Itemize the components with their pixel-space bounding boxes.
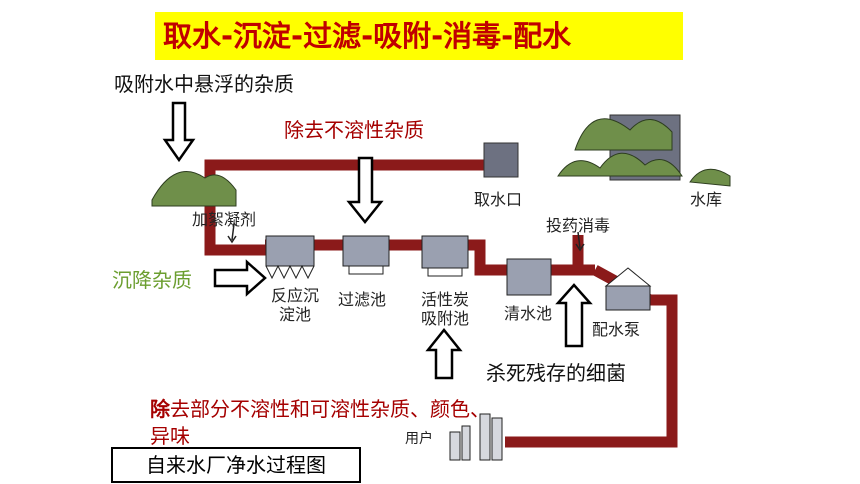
note-remove-partial-rest: 去部分不溶性和可溶性杂质、颜色、 [170, 397, 490, 421]
right-arrow-settle-icon [213, 259, 267, 297]
carbon-tank-icon [421, 235, 469, 277]
label-intake: 取水口 [474, 190, 523, 209]
process-title: 取水-沉淀-过滤-吸附-消毒-配水 [155, 12, 683, 60]
diagram-caption: 自来水厂净水过程图 [111, 447, 361, 483]
label-pump: 配水泵 [592, 320, 641, 339]
note-remove-partial-first: 除 [150, 397, 170, 421]
label-filter: 过滤池 [338, 290, 387, 309]
note-kill-bacteria: 杀死残存的细菌 [486, 361, 626, 385]
note-settle-impurities: 沉降杂质 [112, 268, 192, 292]
coagulant-hill-icon [151, 171, 237, 207]
label-user: 用户 [405, 431, 433, 447]
label-sedimentation-line1: 反应沉 [270, 286, 319, 305]
label-carbon-line1: 活性炭 [420, 290, 469, 309]
up-arrow-disinfect-icon [555, 283, 593, 348]
up-arrow-carbon-icon [425, 327, 463, 380]
dosing-arrows [227, 223, 585, 252]
label-disinfect: 投药消毒 [546, 216, 611, 235]
note-remove-partial-line2: 异味 [150, 424, 190, 448]
down-arrow-insoluble-icon [346, 156, 384, 225]
label-sedimentation: 反应沉 淀池 [265, 286, 325, 324]
sedimentation-tank-icon [265, 235, 315, 280]
reservoir-icon [557, 114, 731, 187]
intake-box [483, 142, 519, 178]
clear-water-tank-icon [506, 258, 552, 296]
note-remove-insoluble: 除去不溶性杂质 [284, 118, 424, 142]
note-adsorb-suspended: 吸附水中悬浮的杂质 [114, 72, 294, 96]
note-remove-partial: 除去部分不溶性和可溶性杂质、颜色、 [150, 393, 490, 422]
label-carbon: 活性炭 吸附池 [414, 290, 476, 328]
down-arrow-adsorb-icon [162, 101, 196, 163]
filter-tank-icon [342, 235, 390, 275]
pump-house-icon [604, 267, 652, 311]
label-sedimentation-line2: 淀池 [278, 305, 311, 324]
label-coagulant: 加絮凝剂 [192, 210, 257, 229]
label-reservoir: 水库 [690, 190, 723, 209]
user-buildings-icon [449, 413, 503, 461]
label-carbon-line2: 吸附池 [420, 309, 469, 328]
label-clear-water: 清水池 [504, 304, 553, 323]
